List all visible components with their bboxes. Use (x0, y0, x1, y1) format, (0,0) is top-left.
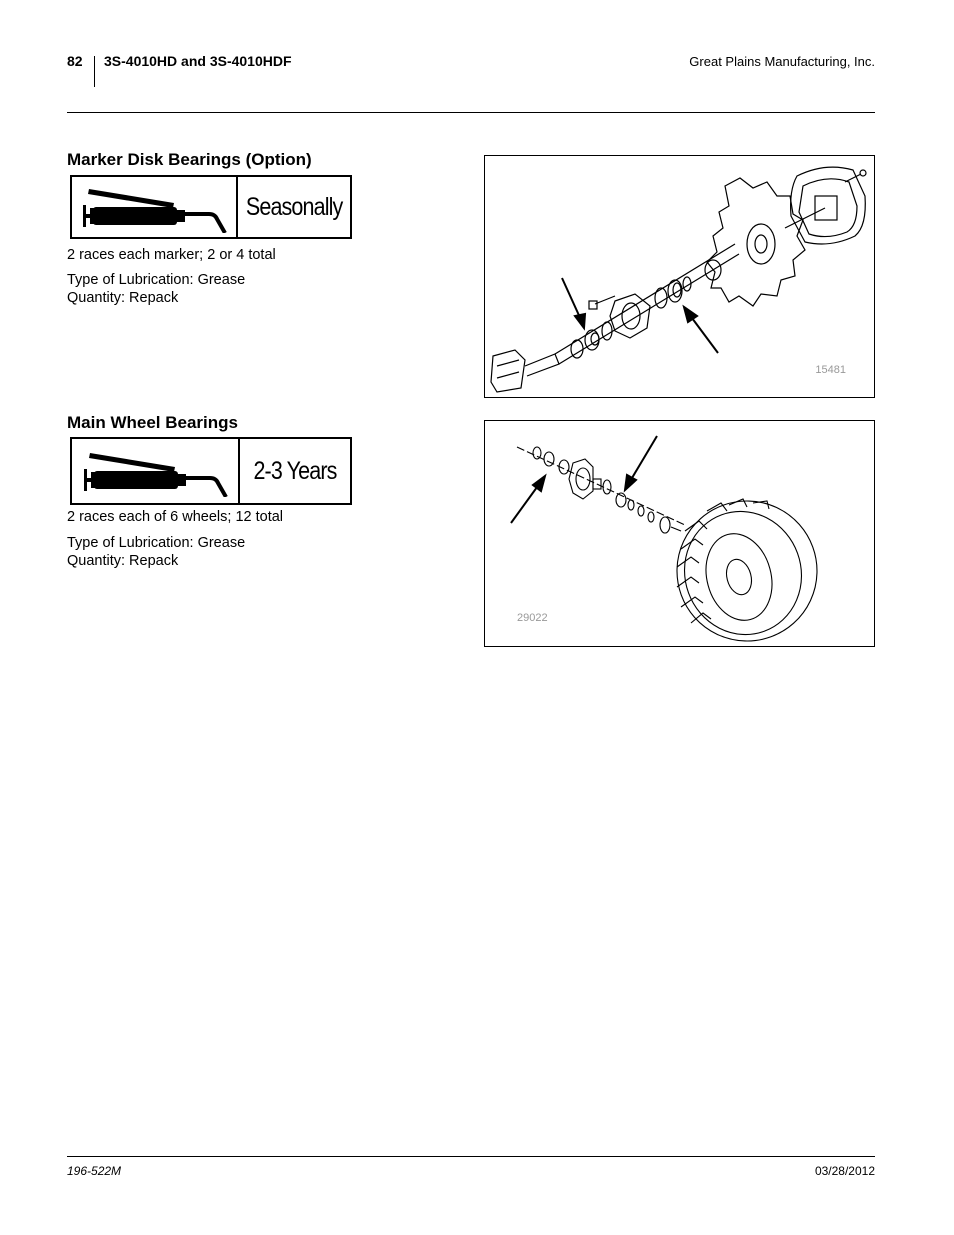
figure-number: 15481 (815, 364, 846, 376)
figure-main-wheel-bearings: 29022 (484, 420, 875, 647)
lube-interval-value: 2-3 Years (253, 456, 337, 485)
revision-date: 03/28/2012 (814, 1164, 875, 1178)
header-divider-vertical (94, 56, 95, 87)
company-name: Great Plains Manufacturing, Inc. (689, 54, 875, 69)
lubrication-quantity: Quantity: Repack (67, 290, 179, 306)
bearing-count-note: 2 races each marker; 2 or 4 total (67, 247, 276, 263)
footer-divider (67, 1156, 875, 1157)
lubrication-quantity: Quantity: Repack (67, 553, 179, 569)
document-title: 3S-4010HD and 3S-4010HDF (104, 53, 292, 69)
grease-gun-icon (72, 177, 238, 237)
figure-number: 29022 (517, 612, 548, 624)
figure-marker-disk-bearings: 15481 (484, 155, 875, 398)
header-divider (67, 112, 875, 113)
bearing-count-note: 2 races each of 6 wheels; 12 total (67, 509, 284, 525)
page-number: 82 (67, 53, 83, 69)
section-title-main-wheel: Main Wheel Bearings (67, 413, 238, 432)
lubrication-type: Type of Lubrication: Grease (67, 272, 246, 288)
lube-interval-value: Seasonally (245, 192, 343, 221)
lube-interval-box-marker-disk: Seasonally (70, 175, 352, 239)
marker-disk-illustration (490, 166, 867, 393)
grease-gun-icon (72, 439, 240, 503)
part-number: 196-522M (67, 1164, 122, 1178)
main-wheel-illustration (510, 435, 818, 642)
section-title-marker-disk: Marker Disk Bearings (Option) (67, 150, 312, 169)
lube-interval-box-main-wheel: 2-3 Years (70, 437, 352, 505)
lubrication-type: Type of Lubrication: Grease (67, 535, 246, 551)
